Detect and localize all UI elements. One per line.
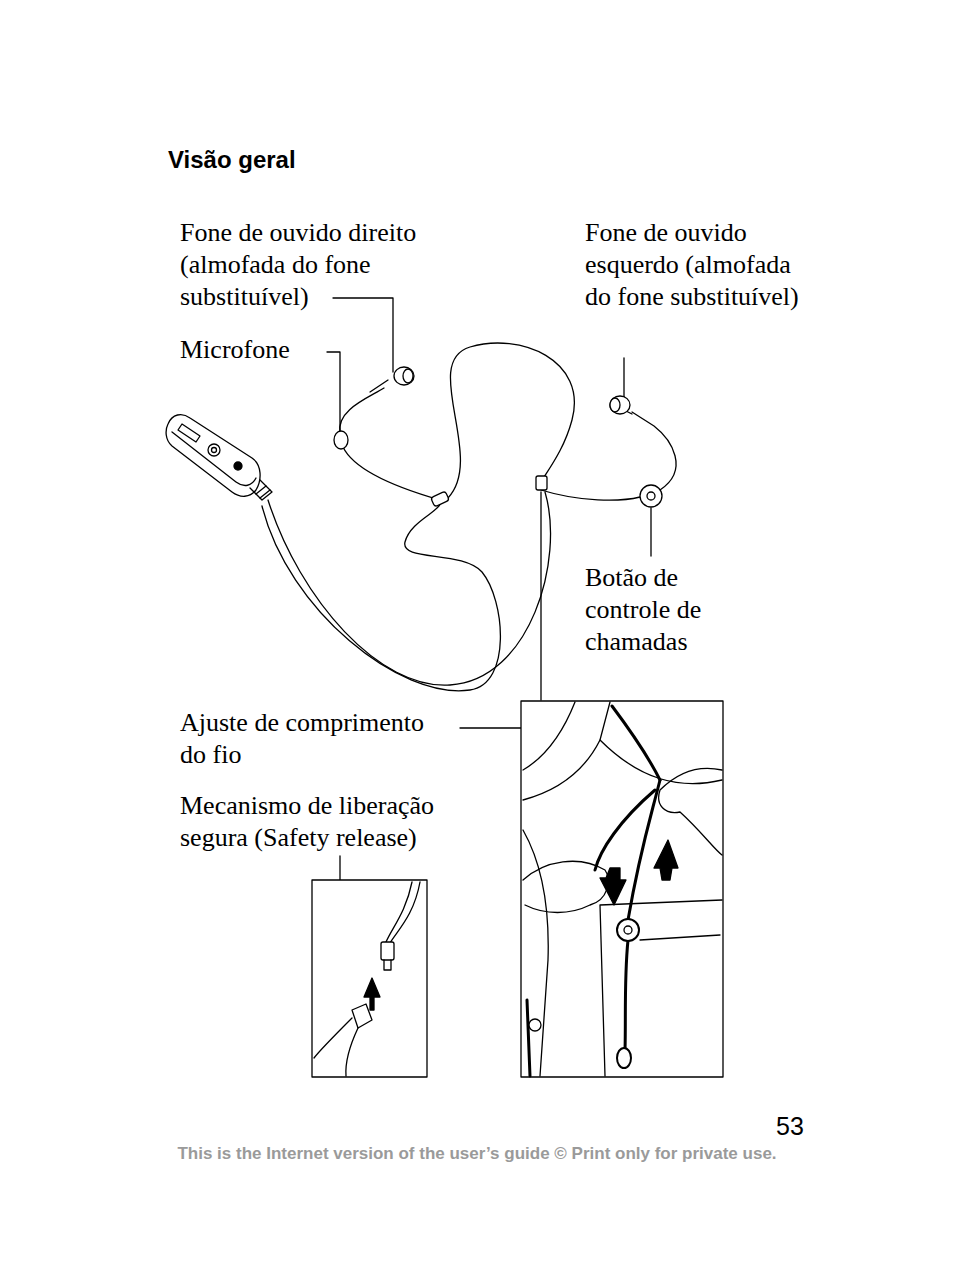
headset-parts: [334, 367, 662, 507]
part-label: Fone de ouvido esquerdo (almofada do fon…: [585, 217, 799, 313]
part-label: Mecanismo de liberação segura (Safety re…: [180, 790, 466, 854]
footer-note: This is the Internet version of the user…: [0, 1144, 954, 1164]
part-label: Microfone: [180, 334, 330, 366]
page-number: 53: [776, 1112, 816, 1140]
bluetooth-unit: [166, 415, 272, 500]
safety-release-inset: [312, 880, 427, 1077]
wearing-inset: [521, 701, 723, 1077]
part-label: Fone de ouvido direito (almofada do fone…: [180, 217, 452, 313]
page-title: Visão geral: [168, 146, 296, 174]
part-label: Ajuste de comprimento do fio: [180, 707, 456, 771]
part-label: Botão de controle de chamadas: [585, 562, 727, 658]
